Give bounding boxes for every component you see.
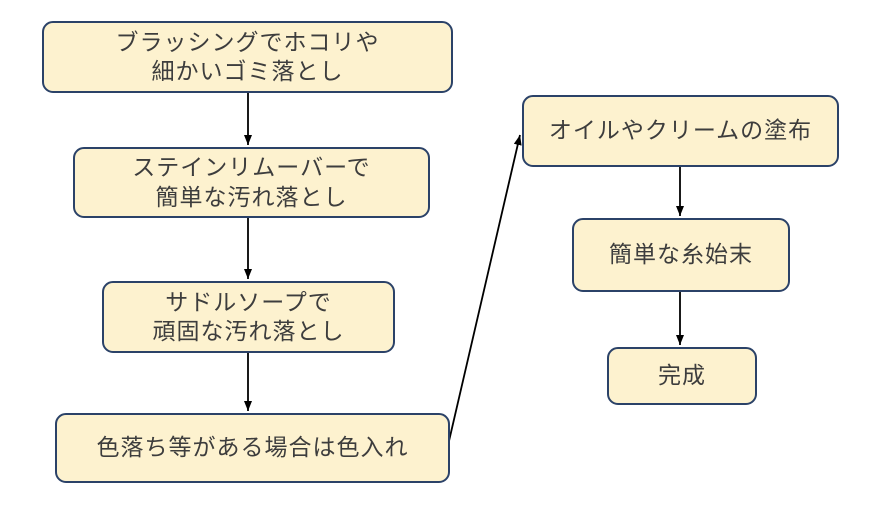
- box-text-line: オイルやクリームの塗布: [548, 117, 813, 144]
- flow-box-oil-cream: オイルやクリームの塗布: [522, 95, 839, 167]
- box-text-line: ステインリムーバーで: [132, 154, 371, 181]
- box-text-line: 頑固な汚れ落とし: [152, 318, 345, 344]
- box-text-line: 完成: [658, 362, 706, 389]
- flow-box-thread-finish: 簡単な糸始末: [572, 218, 790, 292]
- box-text-line: 簡単な糸始末: [609, 241, 753, 268]
- flow-box-saddle-soap: サドルソープで 頑固な汚れ落とし: [102, 281, 395, 353]
- box-text-line: 細かいゴミ落とし: [151, 58, 344, 84]
- box-text-line: 色落ち等がある場合は色入れ: [96, 434, 409, 461]
- flow-box-stain-remover: ステインリムーバーで 簡単な汚れ落とし: [73, 147, 430, 218]
- flow-box-brushing: ブラッシングでホコリや 細かいゴミ落とし: [42, 21, 453, 93]
- flow-box-recolor: 色落ち等がある場合は色入れ: [55, 413, 450, 483]
- arrow-recolor-to-oil-cream: [448, 134, 522, 442]
- flow-box-complete: 完成: [607, 347, 757, 405]
- box-text-line: サドルソープで: [165, 288, 332, 315]
- box-text-line: ブラッシングでホコリや: [115, 28, 380, 55]
- box-text-line: 簡単な汚れ落とし: [155, 183, 348, 210]
